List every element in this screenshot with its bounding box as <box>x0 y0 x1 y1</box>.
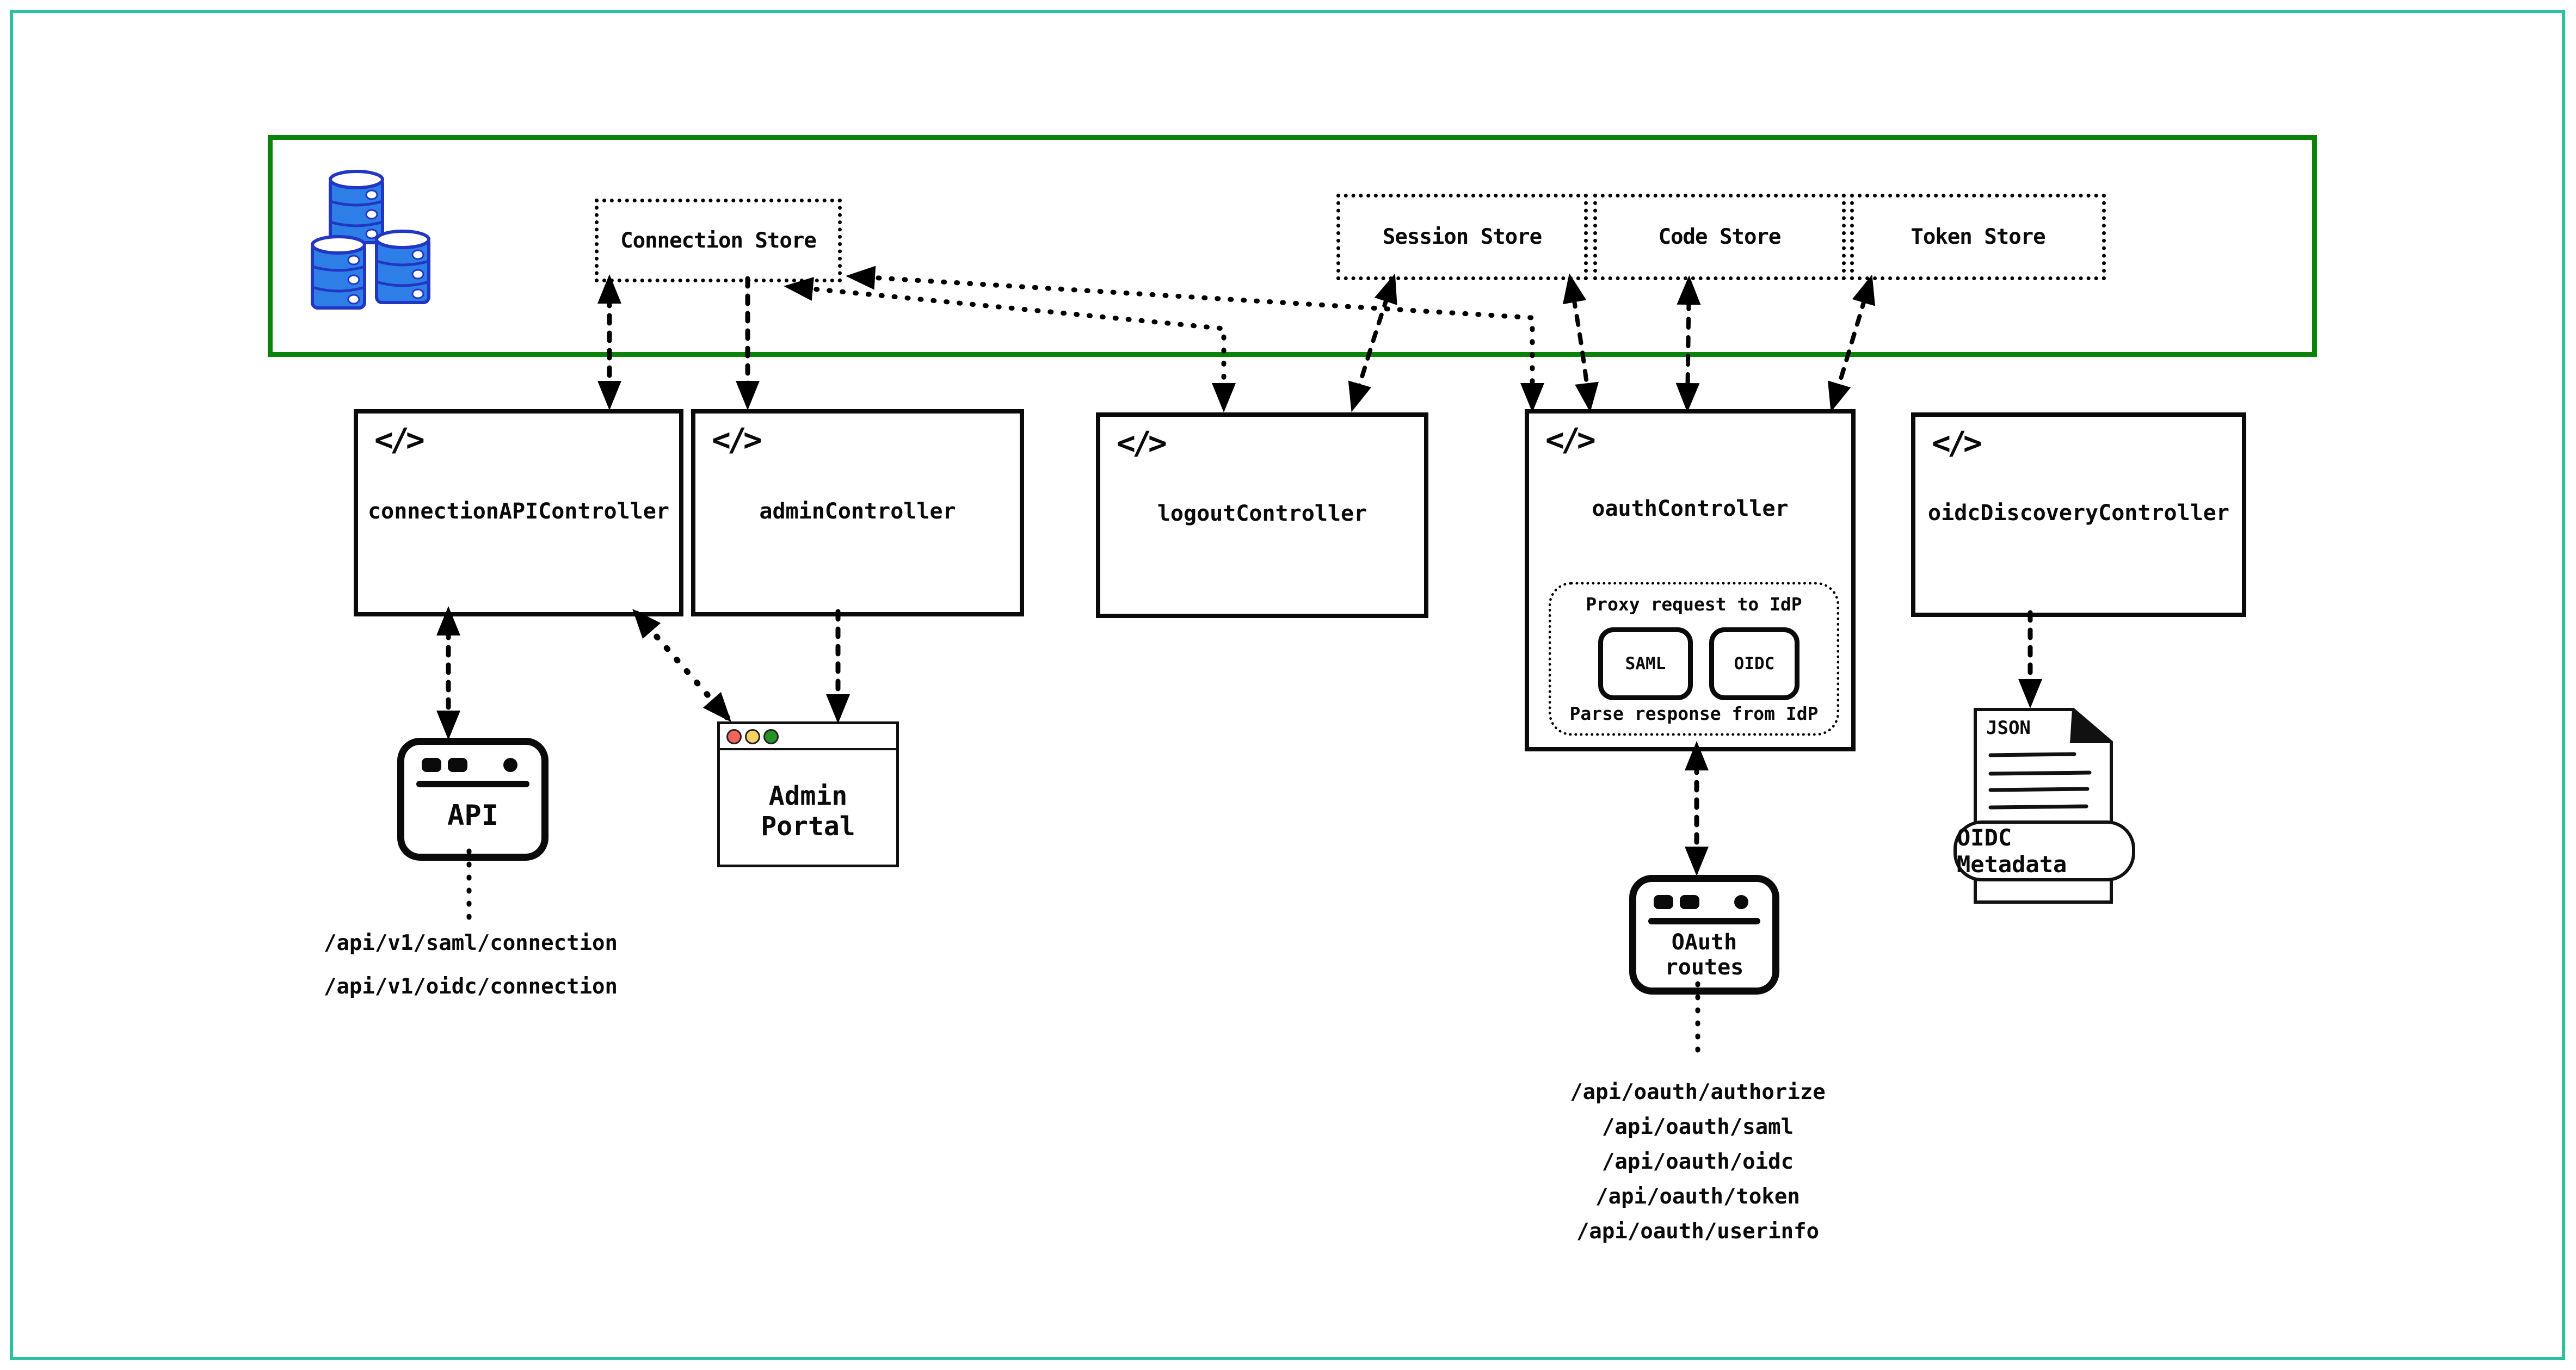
arrow-token-store-oauth-controller <box>1827 274 1876 412</box>
oidc-protocol-box: OIDC <box>1709 627 1799 700</box>
window-button-icon <box>1654 895 1673 909</box>
window-button-icon <box>448 758 467 772</box>
idp-proxy-box: Proxy request to IdP SAML OIDC Parse res… <box>1549 582 1839 736</box>
route-item: /api/v1/saml/connection <box>323 931 618 955</box>
connection-api-controller-label: connectionAPIController <box>368 498 669 524</box>
oauth-routes-list: /api/oauth/authorize /api/oauth/saml /ap… <box>1534 1075 1861 1249</box>
window-toolbar <box>1648 918 1760 924</box>
api-window-icon: API <box>397 738 549 861</box>
session-store-box: Session Store <box>1336 194 1588 280</box>
minimize-traffic-light-icon <box>745 729 760 744</box>
code-icon: </> <box>1117 424 1167 461</box>
database-stack-icon <box>311 170 430 310</box>
oidc-metadata-label: OIDC Metadata <box>1957 824 2067 878</box>
connection-api-controller-box: </> connectionAPIController <box>354 409 683 616</box>
route-item: /api/oauth/oidc <box>1601 1150 1794 1174</box>
route-item: /api/oauth/saml <box>1601 1115 1794 1139</box>
window-toolbar <box>416 781 529 787</box>
proxy-request-label: Proxy request to IdP <box>1586 594 1802 615</box>
token-store-box: Token Store <box>1850 194 2106 280</box>
code-store-box: Code Store <box>1593 194 1846 280</box>
arrow-session-store-logout-controller <box>1348 273 1397 412</box>
oauth-controller-box: </> oauthController Proxy request to IdP… <box>1525 409 1856 751</box>
connection-store-label: Connection Store <box>620 228 817 253</box>
code-icon: </> <box>1932 424 1982 461</box>
api-window-label: API <box>447 799 498 832</box>
admin-controller-box: </> adminController <box>691 409 1024 616</box>
arrow-logout-controller-connection-store <box>784 277 1236 412</box>
admin-portal-window: Admin Portal <box>717 721 899 867</box>
arrow-connection-api-controller-admin-portal <box>632 608 731 723</box>
code-icon: </> <box>374 421 425 458</box>
session-store-label: Session Store <box>1382 225 1542 249</box>
oidc-metadata-ribbon: OIDC Metadata <box>1953 820 2135 881</box>
maximize-traffic-light-icon <box>763 729 779 744</box>
admin-portal-label: Admin Portal <box>761 781 855 842</box>
window-button-icon <box>503 758 517 772</box>
connection-store-box: Connection Store <box>595 199 842 282</box>
logout-controller-label: logoutController <box>1157 501 1367 526</box>
page-frame <box>10 10 2565 1360</box>
window-button-icon <box>1734 895 1748 909</box>
logout-controller-box: </> logoutController <box>1096 412 1428 618</box>
window-button-icon <box>1680 895 1699 909</box>
route-item: /api/oauth/token <box>1595 1184 1800 1209</box>
code-icon: </> <box>1545 421 1596 458</box>
oauth-controller-label: oauthController <box>1592 496 1789 521</box>
route-item: /api/oauth/userinfo <box>1576 1219 1820 1244</box>
window-button-icon <box>422 758 441 772</box>
saml-label: SAML <box>1625 654 1666 674</box>
close-traffic-light-icon <box>726 729 742 744</box>
arrow-session-store-oauth-controller <box>1562 273 1599 412</box>
oidc-label: OIDC <box>1734 654 1775 674</box>
json-file-type-label: JSON <box>1986 717 2031 739</box>
route-item: /api/v1/oidc/connection <box>323 974 618 999</box>
oidc-discovery-controller-box: </> oidcDiscoveryController <box>1911 412 2246 617</box>
oidc-discovery-controller-label: oidcDiscoveryController <box>1928 501 2229 526</box>
arrow-oauth-controller-connection-store <box>846 266 1544 412</box>
arrow-code-store-oauth-controller <box>1675 275 1701 412</box>
code-icon: </> <box>712 421 762 458</box>
saml-protocol-box: SAML <box>1598 627 1693 700</box>
oauth-routes-window-icon: OAuth routes <box>1629 875 1779 995</box>
oauth-routes-window-label: OAuth routes <box>1665 930 1744 980</box>
code-store-label: Code Store <box>1658 225 1782 249</box>
parse-response-label: Parse response from IdP <box>1569 703 1819 724</box>
token-store-label: Token Store <box>1911 225 2045 249</box>
window-titlebar <box>720 724 896 750</box>
route-item: /api/oauth/authorize <box>1570 1080 1826 1104</box>
admin-controller-label: adminController <box>759 498 956 524</box>
connection-api-routes-list: /api/v1/saml/connection /api/v1/oidc/con… <box>310 922 631 1009</box>
